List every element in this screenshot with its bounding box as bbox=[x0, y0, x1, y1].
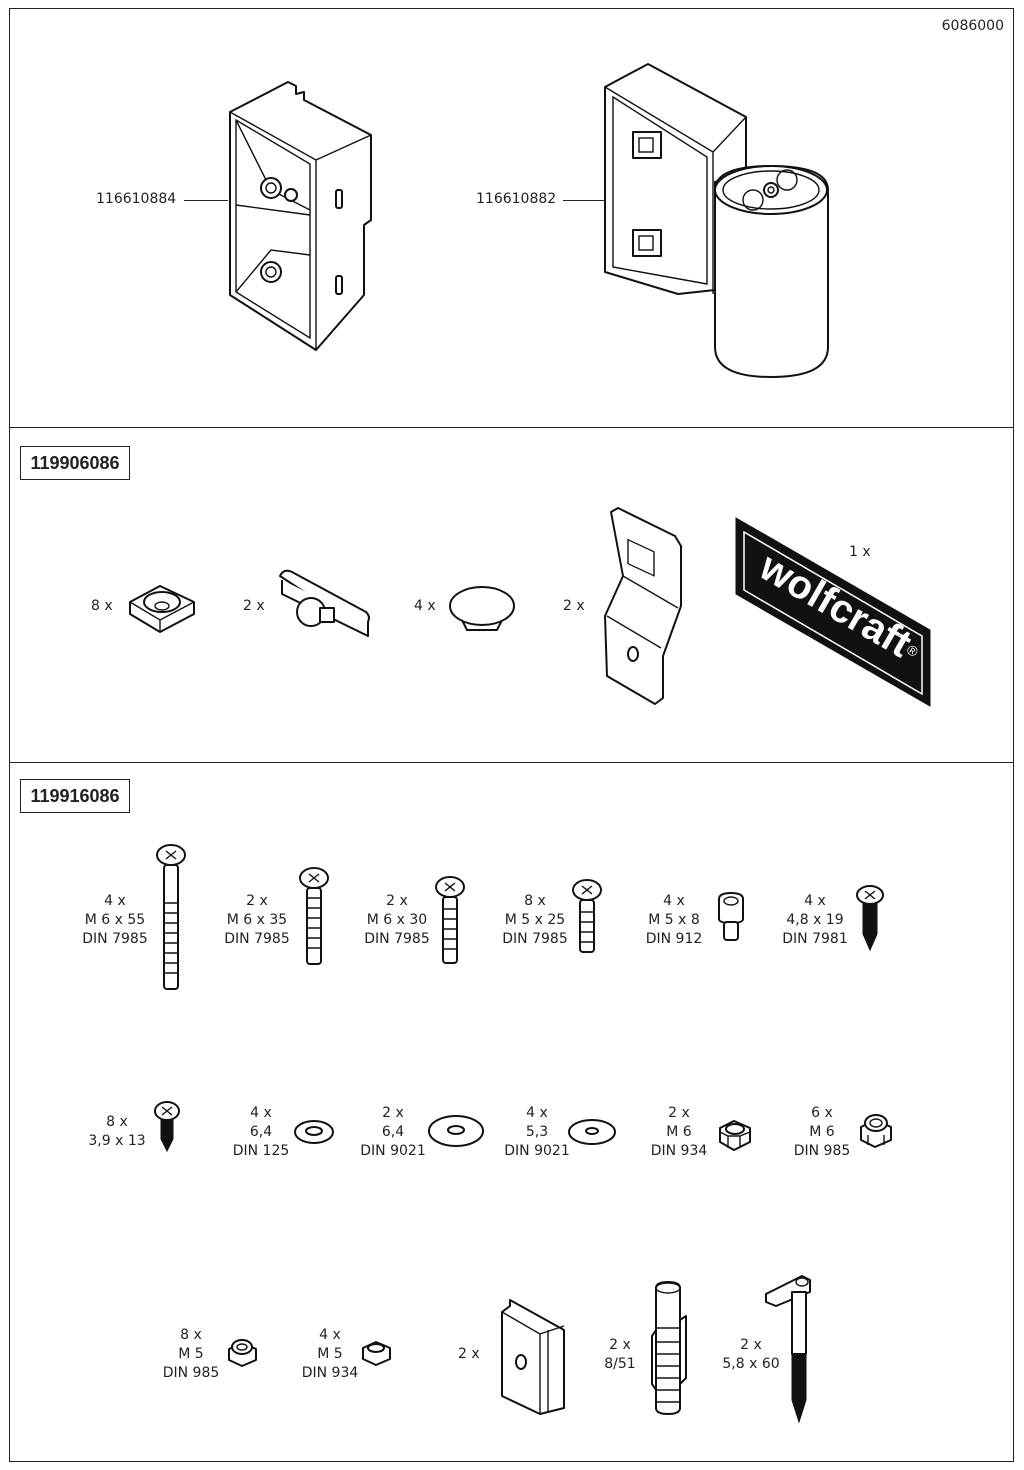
socket-cap-screw-icon bbox=[718, 892, 744, 941]
washer-icon bbox=[294, 1120, 334, 1144]
quantity-label: 2 x bbox=[243, 598, 265, 614]
tapping-screw-icon bbox=[856, 885, 884, 952]
bracket-plate-icon bbox=[229, 81, 372, 351]
angle-hook-screw-icon bbox=[765, 1275, 811, 1424]
square-nut-icon bbox=[129, 585, 195, 633]
lock-nut-icon bbox=[860, 1114, 892, 1148]
quantity-label: 4 x bbox=[414, 598, 436, 614]
section-divider bbox=[9, 427, 1014, 428]
quantity-label: 2 x bbox=[563, 598, 585, 614]
hex-nut-icon bbox=[362, 1341, 391, 1366]
bracket-roller-icon bbox=[604, 63, 829, 378]
drawing-frame bbox=[9, 8, 1014, 1462]
machine-screw-icon bbox=[299, 867, 329, 965]
machine-screw-icon bbox=[572, 879, 602, 953]
tapping-screw-icon bbox=[154, 1101, 180, 1153]
document-number: 6086000 bbox=[941, 18, 1004, 34]
part-number-label: 116610882 bbox=[476, 191, 557, 207]
wall-plug-icon bbox=[651, 1281, 687, 1415]
part-number-label: 116610884 bbox=[96, 191, 177, 207]
kit-number-box: 119906086 bbox=[20, 446, 130, 480]
leader-line bbox=[184, 200, 228, 201]
section-divider bbox=[9, 762, 1014, 763]
clip-icon bbox=[279, 569, 370, 637]
cap-icon bbox=[449, 586, 515, 631]
machine-screw-icon bbox=[435, 876, 465, 964]
wolfcraft-badge-icon: wolfcraft ® bbox=[735, 517, 931, 707]
hex-nut-icon bbox=[719, 1120, 751, 1151]
quantity-label: 2 x bbox=[458, 1346, 480, 1362]
quantity-label: 8 x bbox=[91, 598, 113, 614]
kit-number-box: 119916086 bbox=[20, 779, 130, 813]
large-washer-icon bbox=[568, 1119, 616, 1145]
lock-nut-icon bbox=[228, 1339, 257, 1367]
angle-bracket-icon bbox=[604, 507, 682, 705]
large-washer-icon bbox=[428, 1115, 484, 1147]
quantity-label: 1 x bbox=[849, 544, 871, 560]
leader-line bbox=[563, 200, 607, 201]
machine-screw-icon bbox=[156, 844, 186, 990]
slot-nut-block-icon bbox=[501, 1299, 565, 1415]
